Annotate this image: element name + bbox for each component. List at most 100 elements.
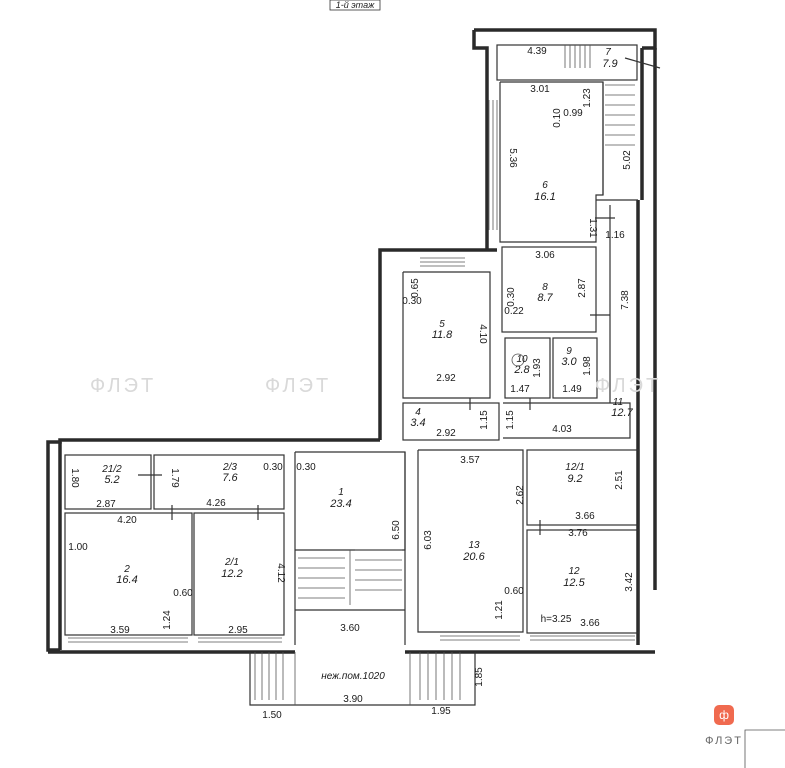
- dimension-label: 4.20: [117, 515, 137, 526]
- dimension-label: 3.90: [343, 694, 363, 705]
- dimension-label: 2.87: [577, 278, 588, 298]
- dimension-label: 1.15: [479, 410, 490, 430]
- room-number: 5: [439, 319, 445, 330]
- room-area: 12.7: [611, 407, 633, 419]
- logo-glyph: ф: [719, 708, 729, 722]
- bottom-windows: [68, 635, 635, 643]
- dimension-label: 1.21: [494, 600, 505, 620]
- room-number: 4: [415, 407, 421, 418]
- dimension-label: 5.36: [507, 148, 518, 168]
- room-number: 6: [542, 180, 548, 191]
- room-area: 12.2: [221, 568, 242, 580]
- dimension-label: 1.00: [68, 542, 88, 553]
- room-number: 10: [516, 354, 528, 365]
- window-room5: [420, 257, 465, 267]
- room-area: 9.2: [567, 473, 582, 485]
- porch-steps: [254, 652, 461, 700]
- dimension-label: 1.31: [587, 218, 598, 238]
- dimension-label: 5.02: [622, 150, 633, 170]
- dimension-label: 1.50: [262, 710, 282, 721]
- room-number: 2/3: [222, 462, 237, 473]
- floor-label: 1-й этаж: [336, 0, 375, 10]
- room-labels: 7 7.9 6 16.1 8 8.7 5 11.8 10 2.8 9 3.0 1…: [101, 47, 633, 589]
- dimension-label: h=3.25: [541, 614, 572, 625]
- dimension-label: 2.95: [228, 625, 248, 636]
- dimension-label: 0.30: [402, 296, 422, 307]
- stairs-right: [605, 84, 635, 146]
- watermark-text: ФЛЭТ: [265, 375, 331, 397]
- room-area: 23.4: [329, 498, 351, 510]
- dimension-label: 3.06: [535, 250, 555, 261]
- dimension-label: 4.26: [206, 498, 226, 509]
- window-left-room6: [488, 100, 498, 230]
- floor-label-box: 1-й этаж: [329, 0, 381, 11]
- dimension-label: 2.92: [436, 373, 456, 384]
- dimension-label: 0.30: [506, 287, 517, 307]
- dimension-label: 3.66: [575, 511, 595, 522]
- dimension-label: 3.01: [530, 84, 550, 95]
- dimension-label: 1.49: [562, 384, 582, 395]
- dimension-label: 0.99: [563, 108, 583, 119]
- dimension-label: 6.50: [391, 520, 402, 540]
- room-area: 12.5: [563, 577, 585, 589]
- dimension-labels: 4.39 3.01 0.10 0.99 1.23 5.36 5.02 1.31 …: [68, 46, 635, 721]
- stairs-main: [298, 549, 402, 605]
- room-number: 21/2: [101, 464, 122, 475]
- watermarks: ФЛЭТ ФЛЭТ ФЛЭТ: [90, 375, 661, 397]
- dimension-label: 3.42: [624, 572, 635, 592]
- room-number: 11: [613, 397, 623, 408]
- dimension-label: 1.79: [169, 468, 180, 488]
- room-area: 5.2: [104, 474, 119, 486]
- dimension-label: 4.10: [477, 324, 488, 344]
- room-area: 8.7: [537, 292, 553, 304]
- room-area: 7.6: [222, 472, 238, 484]
- room-number: 12/1: [565, 462, 584, 473]
- dimension-label: 1.80: [69, 468, 80, 488]
- dimension-label: 3.76: [568, 528, 588, 539]
- dimension-label: 1.98: [582, 356, 593, 376]
- room-number: 7: [605, 47, 611, 58]
- dimension-label: 4.03: [552, 424, 572, 435]
- door-marks: [138, 57, 661, 535]
- room-area: 16.1: [534, 191, 555, 203]
- room-area: 16.4: [116, 574, 137, 586]
- dimension-label: 0.60: [504, 586, 524, 597]
- dimension-label: 1.47: [510, 384, 530, 395]
- room-number: 8: [542, 282, 548, 293]
- corridor-label: неж.пом.1020: [321, 671, 385, 682]
- room-number: 1: [338, 487, 344, 498]
- watermark-text: ФЛЭТ: [595, 375, 661, 397]
- dimension-label: 3.59: [110, 625, 130, 636]
- dimension-label: 6.03: [423, 530, 434, 550]
- watermark-text: ФЛЭТ: [90, 375, 156, 397]
- dimension-label: 7.38: [620, 290, 631, 310]
- dimension-label: 1.85: [474, 667, 485, 687]
- dimension-label: 2.51: [614, 470, 625, 490]
- brand-logo: ф ФЛЭТ: [705, 705, 785, 768]
- dimension-label: 1.16: [605, 230, 625, 241]
- dimension-label: 3.66: [580, 618, 600, 629]
- interior-walls: [64, 44, 640, 645]
- dimension-label: 1.95: [431, 706, 451, 717]
- room-area: 7.9: [602, 58, 617, 70]
- room-area: 20.6: [462, 551, 485, 563]
- dimension-label: 3.57: [460, 455, 480, 466]
- dimension-label: 2.87: [96, 499, 116, 510]
- dimension-label: 0.30: [263, 462, 283, 473]
- room-number: 2: [123, 564, 130, 575]
- dimension-label: 0.10: [552, 108, 563, 128]
- dimension-label: 4.12: [275, 563, 286, 583]
- dimension-label: 2.92: [436, 428, 456, 439]
- dimension-label: 1.24: [162, 610, 173, 630]
- dimension-label: 1.93: [532, 358, 543, 378]
- dimension-label: 0.65: [410, 278, 421, 298]
- dimension-label: 1.23: [582, 88, 593, 108]
- dimension-label: 4.39: [527, 46, 547, 57]
- logo-text: ФЛЭТ: [705, 735, 743, 747]
- dimension-label: 2.62: [515, 485, 526, 505]
- room-area: 3.4: [410, 417, 425, 429]
- dimension-label: 3.60: [340, 623, 360, 634]
- room-number: 12: [568, 566, 580, 577]
- dimension-label: 1.15: [505, 410, 516, 430]
